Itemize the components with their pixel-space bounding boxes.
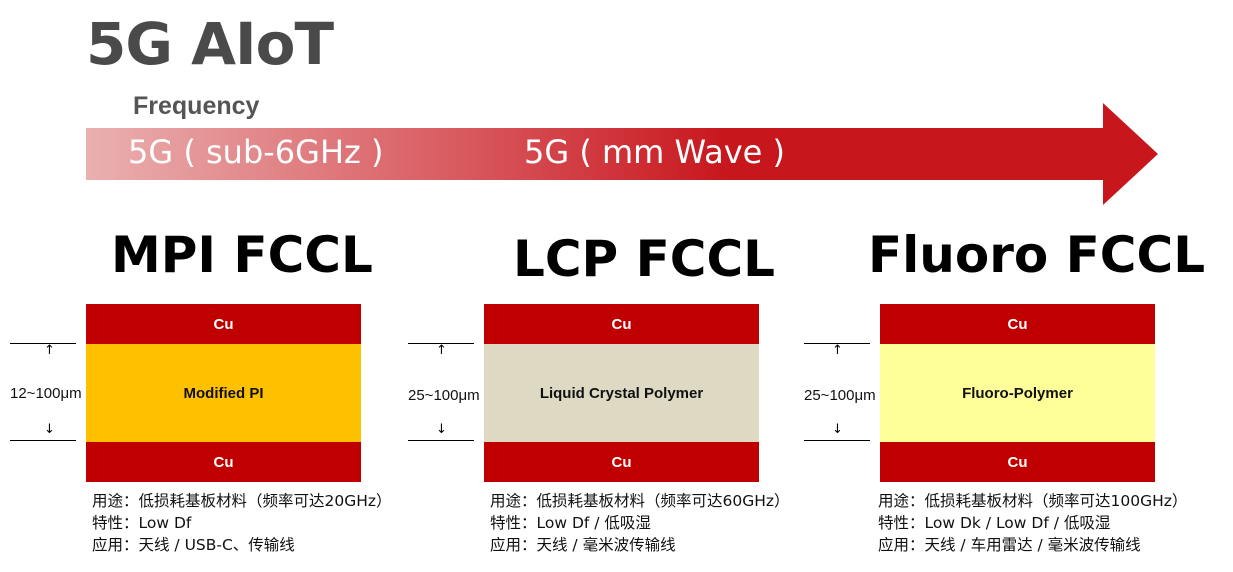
- copper-bottom-layer: Cu: [484, 442, 759, 482]
- copper-bottom-layer: Cu: [86, 442, 361, 482]
- mpi-thickness-dimension: ↑ 12~100μm ↓: [10, 343, 82, 441]
- page-title: 5G AIoT: [86, 10, 334, 78]
- property-text: 特性：Low Df / 低吸湿: [490, 514, 651, 532]
- thickness-label: 25~100μm: [408, 387, 480, 404]
- mpi-fccl-title: MPI FCCL: [111, 226, 373, 284]
- fluoro-fccl-notes: 用途：低损耗基板材料（频率可达100GHz） 特性：Low Dk / Low D…: [878, 490, 1187, 556]
- mpi-fccl-stack: Cu Modified PI Cu: [86, 304, 361, 482]
- application-text: 应用：天线 / 毫米波传输线: [490, 536, 676, 554]
- dimension-top-line: [10, 343, 76, 344]
- thickness-label: 25~100μm: [804, 387, 876, 404]
- dimension-top-line: [408, 343, 474, 344]
- application-text: 应用：天线 / USB-C、传输线: [92, 536, 295, 554]
- usage-text: 用途：低损耗基板材料（频率可达60GHz）: [490, 492, 790, 510]
- up-arrow-icon: ↑: [436, 343, 447, 358]
- frequency-arrow: [86, 103, 1158, 205]
- dimension-bottom-line: [10, 440, 76, 441]
- copper-top-layer: Cu: [86, 304, 361, 344]
- lcp-fccl-stack: Cu Liquid Crystal Polymer Cu: [484, 304, 759, 482]
- lcp-fccl-title: LCP FCCL: [513, 230, 776, 288]
- mpi-fccl-notes: 用途：低损耗基板材料（频率可达20GHz） 特性：Low Df 应用：天线 / …: [92, 490, 392, 556]
- lcp-fccl-notes: 用途：低损耗基板材料（频率可达60GHz） 特性：Low Df / 低吸湿 应用…: [490, 490, 790, 556]
- usage-text: 用途：低损耗基板材料（频率可达100GHz）: [878, 492, 1188, 510]
- fluoro-thickness-dimension: ↑ 25~100μm ↓: [804, 343, 876, 441]
- fluoro-fccl-title: Fluoro FCCL: [868, 226, 1206, 284]
- lcp-thickness-dimension: ↑ 25~100μm ↓: [408, 343, 480, 441]
- fluoro-polymer-core-layer: Fluoro-Polymer: [880, 344, 1155, 442]
- thickness-label: 12~100μm: [10, 385, 82, 402]
- application-text: 应用：天线 / 车用雷达 / 毫米波传输线: [878, 536, 1141, 554]
- arrow-shape: [86, 103, 1158, 205]
- dimension-top-line: [804, 343, 870, 344]
- dimension-bottom-line: [408, 440, 474, 441]
- property-text: 特性：Low Dk / Low Df / 低吸湿: [878, 514, 1111, 532]
- frequency-label: Frequency: [133, 92, 260, 120]
- down-arrow-icon: ↓: [436, 422, 447, 437]
- copper-top-layer: Cu: [484, 304, 759, 344]
- fluoro-fccl-stack: Cu Fluoro-Polymer Cu: [880, 304, 1155, 482]
- modified-pi-core-layer: Modified PI: [86, 344, 361, 442]
- up-arrow-icon: ↑: [44, 343, 55, 358]
- property-text: 特性：Low Df: [92, 514, 192, 532]
- arrow-label-sub6: 5G ( sub-6GHz ): [128, 133, 384, 171]
- dimension-bottom-line: [804, 440, 870, 441]
- arrow-label-mmwave: 5G ( mm Wave ): [524, 133, 785, 171]
- copper-top-layer: Cu: [880, 304, 1155, 344]
- lcp-core-layer: Liquid Crystal Polymer: [484, 344, 759, 442]
- usage-text: 用途：低损耗基板材料（频率可达20GHz）: [92, 492, 392, 510]
- up-arrow-icon: ↑: [832, 343, 843, 358]
- copper-bottom-layer: Cu: [880, 442, 1155, 482]
- down-arrow-icon: ↓: [832, 422, 843, 437]
- down-arrow-icon: ↓: [44, 422, 55, 437]
